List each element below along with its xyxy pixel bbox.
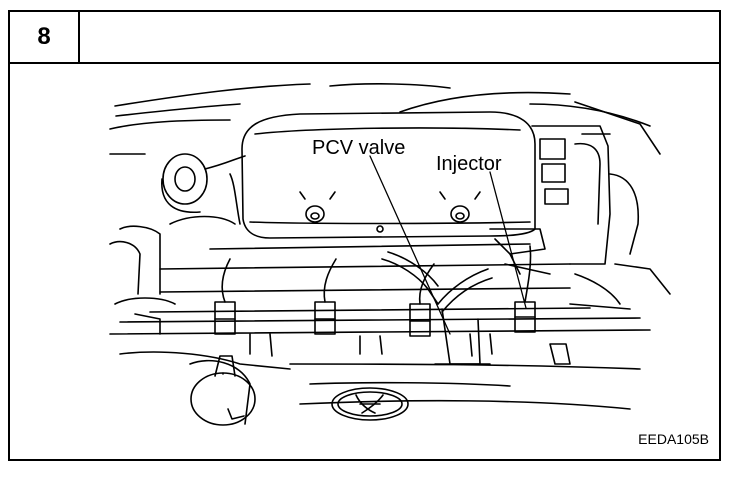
fuel-rail-assembly: [109, 228, 651, 357]
injector-leader: [489, 171, 527, 309]
hood-outline: [109, 83, 661, 155]
pcv-valve-leader: [369, 155, 451, 335]
figure-code: EEDA105B: [638, 431, 709, 447]
step-header: 8: [10, 12, 719, 64]
step-title: [80, 12, 719, 62]
step-number: 8: [10, 12, 80, 62]
leader-lines: [369, 155, 527, 335]
left-components: [109, 153, 246, 335]
engine-illustration: PCV valve Injector: [109, 83, 671, 426]
cylinder-head-cover: [229, 111, 536, 239]
manufacturer-emblem: [331, 387, 409, 421]
right-components: [531, 125, 671, 310]
injector-label: Injector: [436, 153, 502, 175]
engine-front: [119, 343, 641, 426]
figure-frame: 8: [8, 10, 721, 461]
callout-labels: PCV valve Injector: [312, 137, 502, 175]
pcv-valve-label: PCV valve: [312, 137, 405, 159]
pcv-hose: [381, 251, 493, 365]
